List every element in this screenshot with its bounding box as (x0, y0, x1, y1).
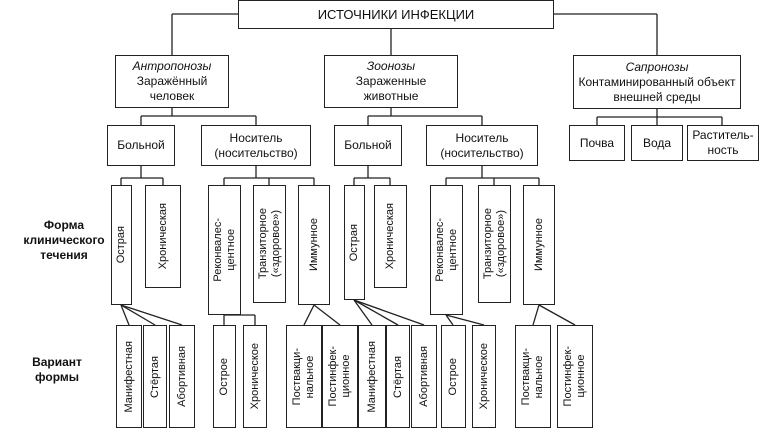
zoonoses-chronic-course-label: Хроническое (477, 343, 490, 410)
anthroponoses-abortive-label: Абортивная (175, 346, 188, 407)
water-label: Вода (642, 135, 672, 150)
variant-row-label: Вариант формы (32, 355, 82, 384)
zoonoses-carrier-label: Носитель (носительство) (440, 130, 524, 160)
anthroponoses-box: Антропонозы Заражённый человек (115, 55, 229, 108)
zoonoses-acute-box: Острая (344, 185, 365, 300)
plants-label: Раститель- ность (692, 128, 754, 157)
sapronoses-box: Сапронозы Контаминированный объект внешн… (573, 55, 741, 109)
zoonoses-acute-course-label: Острое (447, 357, 459, 396)
anthroponoses-acute-box: Острая (111, 185, 132, 305)
zoonoses-erased-box: Стёртая (386, 325, 410, 428)
zoonoses-postvaccinal-box: Поствакци- нальное (515, 325, 551, 428)
anthroponoses-acute-course-box: Острое (213, 325, 236, 428)
anthroponoses-abortive-box: Абортивная (169, 325, 195, 428)
sapronoses-title: Сапронозы (625, 59, 689, 74)
anthroponoses-erased-box: Стёртая (143, 325, 167, 428)
root-box: ИСТОЧНИКИ ИНФЕКЦИИ (238, 0, 554, 29)
anthroponoses-patient-box: Больной (107, 125, 175, 166)
anthroponoses-erased-label: Стёртая (148, 355, 161, 398)
zoonoses-postinfectious-label: Постинфек- ционное (562, 346, 587, 407)
zoonoses-chronic-label: Хроническая (384, 203, 396, 270)
zoonoses-manifest-label: Манифестная (365, 340, 378, 413)
zoonoses-immune-label: Иммунное (532, 218, 545, 272)
sapronoses-subtitle: Контаминированный объект внешней среды (578, 74, 736, 104)
anthroponoses-postvaccinal-label: Поствакци- нальное (291, 347, 316, 406)
zoonoses-transient-box: Транзиторное («здоровое») (478, 185, 511, 303)
zoonoses-acute-label: Острая (348, 223, 360, 262)
zoonoses-abortive-label: Абортивная (417, 346, 430, 407)
zoonoses-acute-course-box: Острое (441, 325, 466, 428)
anthroponoses-convalescent-label: Реконвалес- центное (211, 218, 237, 282)
zoonoses-erased-label: Стёртая (391, 355, 404, 398)
zoonoses-manifest-box: Манифестная (358, 325, 386, 428)
zoonoses-patient-box: Больной (334, 125, 402, 166)
anthroponoses-chronic-course-box: Хроническое (243, 325, 267, 428)
anthroponoses-patient-label: Больной (117, 138, 165, 152)
anthroponoses-immune-box: Иммунное (298, 185, 330, 305)
anthroponoses-chronic-box: Хроническая (145, 185, 181, 288)
anthroponoses-carrier-box: Носитель (носительство) (201, 125, 311, 166)
zoonoses-carrier-box: Носитель (носительство) (426, 125, 538, 166)
anthroponoses-immune-label: Иммунное (307, 218, 320, 272)
plants-box: Раститель- ность (687, 125, 759, 161)
zoonoses-convalescent-box: Реконвалес- центное (430, 185, 463, 315)
anthroponoses-convalescent-box: Реконвалес- центное (208, 185, 241, 315)
anthroponoses-chronic-course-label: Хроническое (248, 343, 261, 410)
anthroponoses-postinfectious-label: Постинфек- ционное (327, 346, 352, 407)
soil-label: Почва (579, 135, 615, 150)
anthroponoses-postvaccinal-box: Поствакци- нальное (286, 325, 322, 428)
zoonoses-postvaccinal-label: Поствакци- нальное (520, 347, 545, 406)
zoonoses-subtitle: Зараженные животные (355, 74, 427, 103)
zoonoses-immune-box: Иммунное (523, 185, 555, 305)
zoonoses-abortive-box: Абортивная (411, 325, 437, 428)
zoonoses-convalescent-label: Реконвалес- центное (433, 218, 459, 282)
anthroponoses-transient-box: Транзиторное («здоровое») (253, 185, 286, 303)
soil-box: Почва (569, 125, 625, 161)
zoonoses-transient-label: Транзиторное («здоровое») (481, 208, 507, 280)
anthroponoses-manifest-box: Манифестная (116, 325, 142, 428)
anthroponoses-acute-course-label: Острое (218, 357, 230, 396)
anthroponoses-chronic-label: Хроническая (156, 203, 169, 270)
anthroponoses-subtitle: Заражённый человек (136, 74, 208, 103)
clinical-form-row-label: Форма клинического течения (23, 218, 105, 262)
anthroponoses-title: Антропонозы (132, 59, 212, 73)
anthroponoses-postinfectious-box: Постинфек- ционное (322, 325, 358, 428)
zoonoses-postinfectious-box: Постинфек- ционное (557, 325, 593, 428)
anthroponoses-carrier-label: Носитель (носительство) (214, 130, 298, 160)
zoonoses-title: Зоонозы (366, 59, 416, 73)
water-box: Вода (631, 125, 683, 161)
zoonoses-chronic-box: Хроническая (374, 185, 407, 288)
anthroponoses-acute-label: Острая (115, 226, 127, 264)
anthroponoses-transient-label: Транзиторное («здоровое») (256, 208, 282, 280)
zoonoses-box: Зоонозы Зараженные животные (324, 55, 458, 108)
zoonoses-chronic-course-box: Хроническое (472, 325, 496, 428)
anthroponoses-manifest-label: Манифестная (122, 340, 135, 413)
zoonoses-patient-label: Больной (344, 138, 392, 152)
root-label: ИСТОЧНИКИ ИНФЕКЦИИ (317, 7, 475, 22)
